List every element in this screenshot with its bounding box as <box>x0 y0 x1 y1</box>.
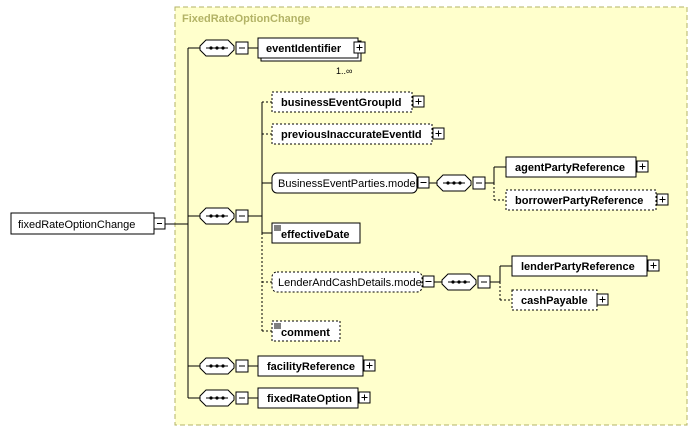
facility-reference-node[interactable]: facilityReference <box>257 355 376 377</box>
business-event-parties-model-label: BusinessEventParties.model <box>278 178 418 190</box>
sequence-compositor <box>199 389 249 407</box>
business-event-parties-model-node[interactable]: BusinessEventParties.model <box>271 172 430 194</box>
business-event-group-id-label: businessEventGroupId <box>281 97 401 109</box>
sequence-compositor <box>199 357 249 375</box>
event-identifier-label: eventIdentifier <box>266 43 342 55</box>
sequence-compositor <box>199 207 249 225</box>
effective-date-label: effectiveDate <box>281 229 349 241</box>
borrower-party-reference-label: borrowerPartyReference <box>515 195 643 207</box>
lender-and-cash-details-model-node[interactable]: LenderAndCashDetails.model <box>271 271 435 293</box>
occurrence-label: 1..∞ <box>336 66 352 76</box>
fixed-rate-option-label: fixedRateOption <box>267 393 352 405</box>
facility-reference-label: facilityReference <box>267 361 355 373</box>
agent-party-reference-label: agentPartyReference <box>515 162 625 174</box>
simple-content-icon <box>274 225 281 231</box>
connectors <box>165 47 512 399</box>
sequence-compositor <box>199 39 249 57</box>
lender-and-cash-details-model-label: LenderAndCashDetails.model <box>278 277 424 289</box>
root-element-label: fixedRateOptionChange <box>18 219 135 231</box>
lender-party-reference-label: lenderPartyReference <box>521 261 635 273</box>
complex-type-title: FixedRateOptionChange <box>182 13 310 25</box>
comment-label: comment <box>281 327 330 339</box>
root-element-node[interactable]: fixedRateOptionChange <box>10 212 166 235</box>
effective-date-node[interactable]: effectiveDate <box>271 222 361 244</box>
previous-inaccurate-event-id-node[interactable]: previousInaccurateEventId <box>271 123 445 145</box>
borrower-party-reference-node[interactable]: borrowerPartyReference <box>505 189 669 211</box>
sequence-compositor <box>441 273 491 291</box>
simple-content-icon <box>274 323 281 329</box>
business-event-group-id-node[interactable]: businessEventGroupId <box>271 91 425 113</box>
event-identifier-node[interactable]: eventIdentifier 1..∞ <box>257 37 366 76</box>
lender-party-reference-node[interactable]: lenderPartyReference <box>511 255 660 277</box>
sequence-compositor <box>436 174 486 192</box>
previous-inaccurate-event-id-label: previousInaccurateEventId <box>281 129 422 141</box>
agent-party-reference-node[interactable]: agentPartyReference <box>505 156 649 178</box>
fixed-rate-option-node[interactable]: fixedRateOption <box>257 387 371 409</box>
cash-payable-node[interactable]: cashPayable <box>511 289 609 311</box>
cash-payable-label: cashPayable <box>521 295 588 307</box>
comment-node[interactable]: comment <box>271 320 341 342</box>
